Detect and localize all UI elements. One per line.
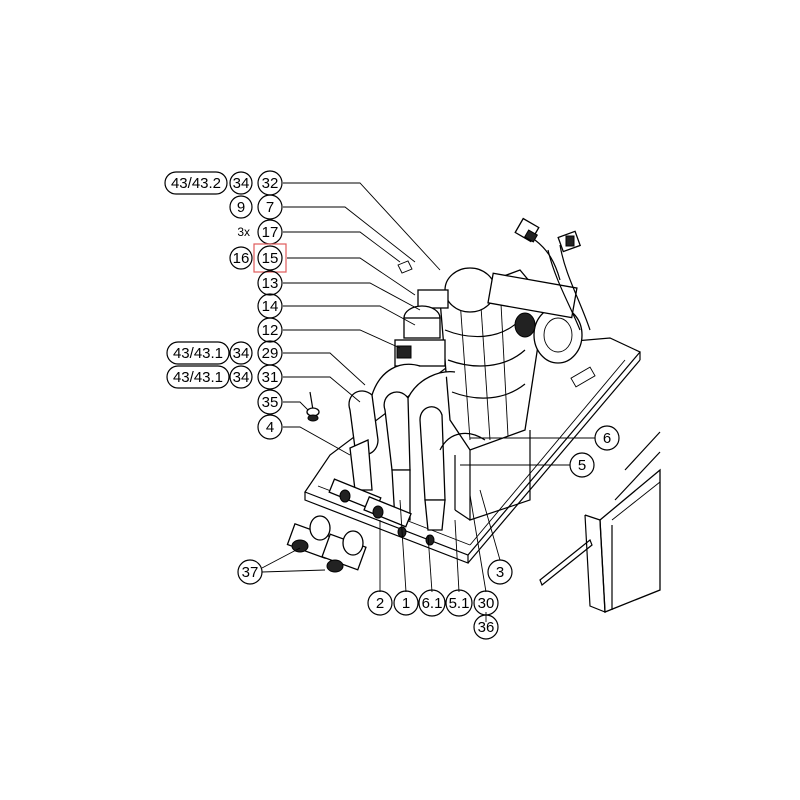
svg-text:43/43.2: 43/43.2 <box>171 175 221 192</box>
svg-text:12: 12 <box>262 322 279 339</box>
svg-text:5: 5 <box>578 457 586 474</box>
svg-text:34: 34 <box>233 345 250 362</box>
pump-valve-assembly <box>394 260 449 367</box>
svg-text:5.1: 5.1 <box>449 595 470 612</box>
svg-text:1: 1 <box>402 595 410 612</box>
callout-7: 7 <box>257 194 283 220</box>
highlight-box <box>253 243 287 273</box>
callout-43-43-1-a: 43/43.1 <box>166 341 230 365</box>
svg-text:16: 16 <box>233 250 250 267</box>
side-panel <box>539 431 661 613</box>
svg-text:13: 13 <box>262 275 279 292</box>
svg-text:32: 32 <box>262 175 279 192</box>
svg-text:29: 29 <box>262 345 279 362</box>
fittings-37 <box>286 515 367 573</box>
callout-43-43-2: 43/43.2 <box>164 171 228 195</box>
callout-9: 9 <box>229 195 253 219</box>
callout-32: 32 <box>257 170 283 196</box>
callout-34-b: 34 <box>229 341 253 365</box>
svg-text:43/43.1: 43/43.1 <box>173 345 223 362</box>
callout-34-c: 34 <box>229 365 253 389</box>
callout-29: 29 <box>257 340 283 366</box>
callout-31: 31 <box>257 364 283 390</box>
leader-lines <box>261 182 595 622</box>
svg-text:2: 2 <box>376 595 384 612</box>
callout-13: 13 <box>257 270 283 296</box>
callout-3: 3 <box>487 559 513 585</box>
svg-text:34: 34 <box>233 175 250 192</box>
callout-16: 16 <box>229 246 253 270</box>
callout-12: 12 <box>257 317 283 343</box>
svg-text:34: 34 <box>233 369 250 386</box>
callout-34-a: 34 <box>229 171 253 195</box>
callout-5-1: 5.1 <box>445 589 473 617</box>
callout-4: 4 <box>257 414 283 440</box>
callout-37: 37 <box>237 559 263 585</box>
pipe-network <box>328 363 486 546</box>
callout-6-1: 6.1 <box>418 589 446 617</box>
svg-text:36: 36 <box>478 619 495 636</box>
callout-14: 14 <box>257 293 283 319</box>
svg-text:43/43.1: 43/43.1 <box>173 369 223 386</box>
svg-text:4: 4 <box>266 419 274 436</box>
callout-5: 5 <box>569 452 595 478</box>
callout-6: 6 <box>594 425 620 451</box>
callout-43-43-1-b: 43/43.1 <box>166 365 230 389</box>
callout-1: 1 <box>393 590 419 616</box>
callout-30: 30 <box>473 590 499 616</box>
fan-assembly <box>444 244 591 364</box>
svg-text:6: 6 <box>603 430 611 447</box>
svg-text:31: 31 <box>262 369 279 386</box>
svg-text:6.1: 6.1 <box>422 595 443 612</box>
sensor-connectors <box>514 217 582 281</box>
svg-text:17: 17 <box>262 224 279 241</box>
callout-15-highlighted: 15 <box>253 243 287 273</box>
quantity-3x: 3x <box>237 225 250 239</box>
svg-text:30: 30 <box>478 595 495 612</box>
svg-text:35: 35 <box>262 394 279 411</box>
svg-text:9: 9 <box>237 199 245 216</box>
callout-35: 35 <box>257 389 283 415</box>
svg-text:15: 15 <box>262 250 279 267</box>
svg-text:3: 3 <box>496 564 504 581</box>
svg-text:7: 7 <box>266 199 274 216</box>
callout-36: 36 <box>473 614 499 640</box>
svg-text:14: 14 <box>262 298 279 315</box>
svg-text:37: 37 <box>242 564 259 581</box>
callout-17: 17 <box>257 219 283 245</box>
screw-part <box>306 391 320 422</box>
callout-2: 2 <box>367 590 393 616</box>
